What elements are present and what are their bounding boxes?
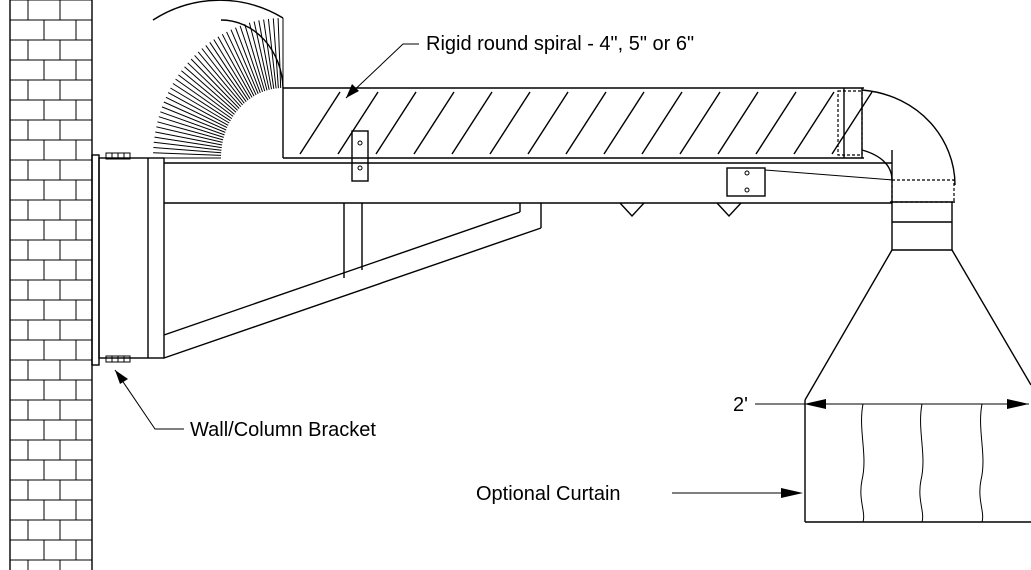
hose-corrugation: [165, 96, 228, 129]
hose-corrugation: [155, 131, 223, 146]
hose-corrugation: [161, 106, 226, 133]
hose-corrugation: [258, 20, 272, 90]
brick-wall: [9, 0, 93, 570]
hose-corrugation: [156, 126, 223, 143]
hose-corrugation: [263, 19, 275, 89]
hose-corrugation: [172, 83, 231, 122]
hose-corrugation: [272, 18, 279, 89]
curtain-label: Optional Curtain: [476, 483, 621, 505]
hose-corrugation: [201, 48, 245, 104]
spiral-seam: [679, 91, 721, 155]
spiral-seam: [337, 91, 379, 155]
hose-corrugation: [221, 33, 255, 97]
duct-label: Rigid round spiral - 4", 5" or 6": [426, 33, 694, 55]
hose-corrugation: [209, 42, 249, 101]
spiral-seam: [755, 91, 797, 155]
hose-corrugation: [158, 116, 224, 138]
hose-corrugation: [197, 51, 243, 106]
dimension-line: [755, 399, 1029, 409]
flexible-hose: [152, 0, 284, 159]
hose-outer-edge: [152, 0, 284, 21]
wall-column-bracket: [91, 152, 165, 366]
hose-corrugation: [213, 39, 251, 99]
callout-leaders: [114, 43, 803, 498]
hose-corrugation: [277, 18, 282, 89]
spiral-seam: [793, 91, 835, 155]
hose-corrugation: [181, 70, 235, 115]
hose-corrugation: [267, 18, 277, 89]
spiral-seam: [831, 91, 873, 155]
hose-corrugation: [154, 136, 222, 149]
hose-corrugation: [153, 152, 222, 156]
hose-corrugation: [178, 74, 234, 117]
hose-corrugation: [167, 92, 229, 126]
optional-curtain: [804, 400, 1031, 523]
hose-corrugation: [184, 66, 237, 113]
spiral-seam: [641, 91, 683, 155]
spiral-seam: [565, 91, 607, 155]
hose-corrugation: [163, 101, 227, 131]
hose-corrugation: [160, 111, 225, 136]
spiral-seam: [375, 91, 417, 155]
spiral-seam: [299, 91, 341, 155]
capture-hood: [804, 249, 1031, 401]
hose-corrugation: [153, 141, 222, 151]
spiral-seam: [489, 91, 531, 155]
hose-corrugation: [226, 31, 257, 96]
hose-corrugation: [153, 147, 222, 154]
dimension-label: 2': [733, 394, 748, 416]
hose-corrugation: [239, 25, 263, 93]
hose-inner-edge: [220, 19, 284, 89]
spiral-seam: [717, 91, 759, 155]
hose-corrugation: [175, 78, 233, 120]
rigid-spiral-duct: [282, 87, 873, 159]
support-arm: [163, 130, 894, 359]
hose-corrugation: [157, 121, 224, 141]
duct-elbow: [861, 89, 956, 251]
spiral-seam: [451, 91, 493, 155]
hose-corrugation: [170, 87, 230, 124]
hose-corrugation: [230, 29, 259, 94]
hose-corrugation: [194, 55, 242, 108]
hose-corrugation: [190, 58, 240, 109]
spiral-seam: [527, 91, 569, 155]
hose-corrugation: [217, 36, 253, 98]
bracket-label: Wall/Column Bracket: [190, 419, 376, 441]
spiral-seam: [413, 91, 455, 155]
spiral-seam: [603, 91, 645, 155]
hose-corrugation: [205, 45, 247, 102]
hose-corrugation: [248, 22, 268, 91]
hose-corrugation: [235, 27, 261, 93]
hose-corrugation: [244, 24, 266, 92]
hose-corrugation: [187, 62, 238, 111]
